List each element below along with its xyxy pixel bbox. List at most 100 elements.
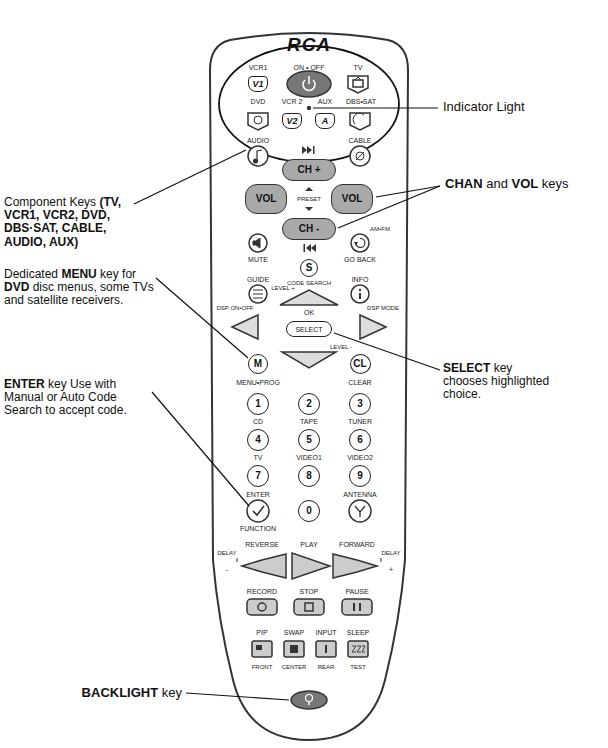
- key-label: AM•FM: [370, 226, 390, 232]
- key-label: CABLE: [349, 137, 372, 144]
- dvd-key: [248, 113, 268, 130]
- component-key: V1: [248, 76, 268, 92]
- key-label: TEST: [350, 664, 365, 670]
- key-label: VIDEO2: [347, 454, 373, 461]
- key-text: CL: [353, 359, 366, 369]
- skip-back-icon: [304, 244, 317, 252]
- callout-text: Dedicated MENU key for DVD disc menus, s…: [4, 268, 154, 308]
- key-label: PAUSE: [345, 588, 368, 595]
- callout-text: SELECT key chooses highlighted choice.: [443, 362, 553, 402]
- channel-key: CH -: [282, 218, 336, 240]
- dbs-sat-key: [350, 113, 370, 130]
- leader-line: [134, 150, 246, 204]
- key-label: TUNER: [348, 418, 372, 425]
- pause-key: [342, 599, 372, 615]
- brand-logo: RCA: [287, 35, 331, 54]
- input-key: [316, 641, 336, 657]
- key-label: DBS•SAT: [346, 98, 376, 105]
- key-label: AUDIO: [247, 137, 269, 144]
- key-label: REVERSE: [245, 541, 278, 548]
- antenna-key: [349, 500, 371, 522]
- power-key: [287, 71, 331, 97]
- number-key: 8: [298, 465, 320, 487]
- callout-text: Indicator Light: [443, 100, 603, 114]
- cable-key: [350, 146, 370, 166]
- key-label: DELAY: [381, 550, 400, 556]
- key-label: TAPE: [300, 418, 318, 425]
- key-text: S: [306, 263, 313, 273]
- key-text: SELECT: [295, 326, 322, 333]
- key-label: PIP: [256, 629, 267, 636]
- code-search-key: S: [300, 259, 318, 277]
- number-key: 9: [349, 465, 371, 487]
- key-text: V1: [252, 80, 263, 89]
- skip-icon: [302, 146, 315, 154]
- select-key: SELECT: [286, 321, 332, 337]
- record-key: [247, 599, 277, 615]
- key-label: PRESET: [297, 196, 321, 202]
- key-text: 1: [255, 399, 261, 409]
- key-label: PLAY: [300, 541, 317, 548]
- key-label: LEVEL -: [330, 344, 352, 350]
- key-text: 2: [306, 399, 312, 409]
- pip-key: [252, 641, 272, 657]
- component-ring: [219, 46, 399, 162]
- key-label: CLEAR: [348, 379, 371, 386]
- number-key: 2: [298, 393, 320, 415]
- guide-key: [249, 285, 267, 303]
- number-key: 6: [349, 429, 371, 451]
- number-key: 3: [349, 393, 371, 415]
- audio-key: [248, 146, 268, 166]
- key-label: FRONT: [252, 664, 273, 670]
- key-label: GO BACK: [344, 256, 376, 263]
- key-text: VOL: [256, 194, 277, 204]
- key-label: MENU•PROG: [236, 379, 280, 386]
- key-text: M: [254, 359, 262, 369]
- key-label: ON • OFF: [294, 64, 325, 71]
- key-label: AUX: [318, 98, 332, 105]
- number-key: 7: [247, 465, 269, 487]
- key-label: RECORD: [247, 588, 277, 595]
- play-key: [292, 553, 330, 579]
- callout-text: ENTER key Use with Manual or Auto Code S…: [4, 378, 152, 418]
- leader-lines: [134, 108, 440, 700]
- mute-key: [249, 234, 267, 252]
- remote-body: [210, 33, 408, 740]
- key-label: GUIDE: [247, 276, 269, 283]
- component-key: V2: [282, 113, 302, 129]
- number-key: 1: [247, 393, 269, 415]
- key-text: 7: [255, 471, 261, 481]
- key-label: REAR: [318, 664, 335, 670]
- key-label: ANTENNA: [343, 491, 376, 498]
- key-label: ENTER: [246, 491, 270, 498]
- key-label: OK: [304, 309, 314, 316]
- stop-key: [294, 599, 324, 615]
- clear-key: CL: [350, 354, 371, 374]
- callout-text: Component Keys (TV, VCR1, VCR2, DVD, DBS…: [4, 196, 132, 249]
- key-text: CH +: [297, 165, 320, 175]
- left-arrow-key: [232, 315, 258, 339]
- reverse-key: [242, 554, 286, 578]
- key-text: 3: [357, 399, 363, 409]
- key-label: DVD: [251, 98, 266, 105]
- key-label: DELAY: [217, 550, 236, 556]
- key-label: CD: [253, 418, 263, 425]
- go-back-key: [351, 234, 369, 252]
- key-label: INPUT: [316, 629, 337, 636]
- indicator-light: [307, 106, 311, 110]
- volume-key: VOL: [245, 184, 287, 214]
- down-arrow-key: [282, 352, 336, 368]
- key-label: TV: [254, 454, 263, 461]
- key-text: 4: [255, 435, 261, 445]
- callout-text: CHAN and VOL keys: [445, 177, 605, 191]
- key-label: +: [389, 566, 393, 573]
- key-text: A: [322, 117, 329, 126]
- forward-key: [333, 554, 377, 578]
- leader-line: [156, 278, 248, 358]
- key-text: V2: [286, 117, 297, 126]
- menu-key: M: [248, 354, 268, 374]
- key-text: 0: [306, 506, 312, 516]
- key-label: STOP: [300, 588, 319, 595]
- key-label: INFO: [352, 276, 369, 283]
- channel-key: CH +: [282, 159, 336, 181]
